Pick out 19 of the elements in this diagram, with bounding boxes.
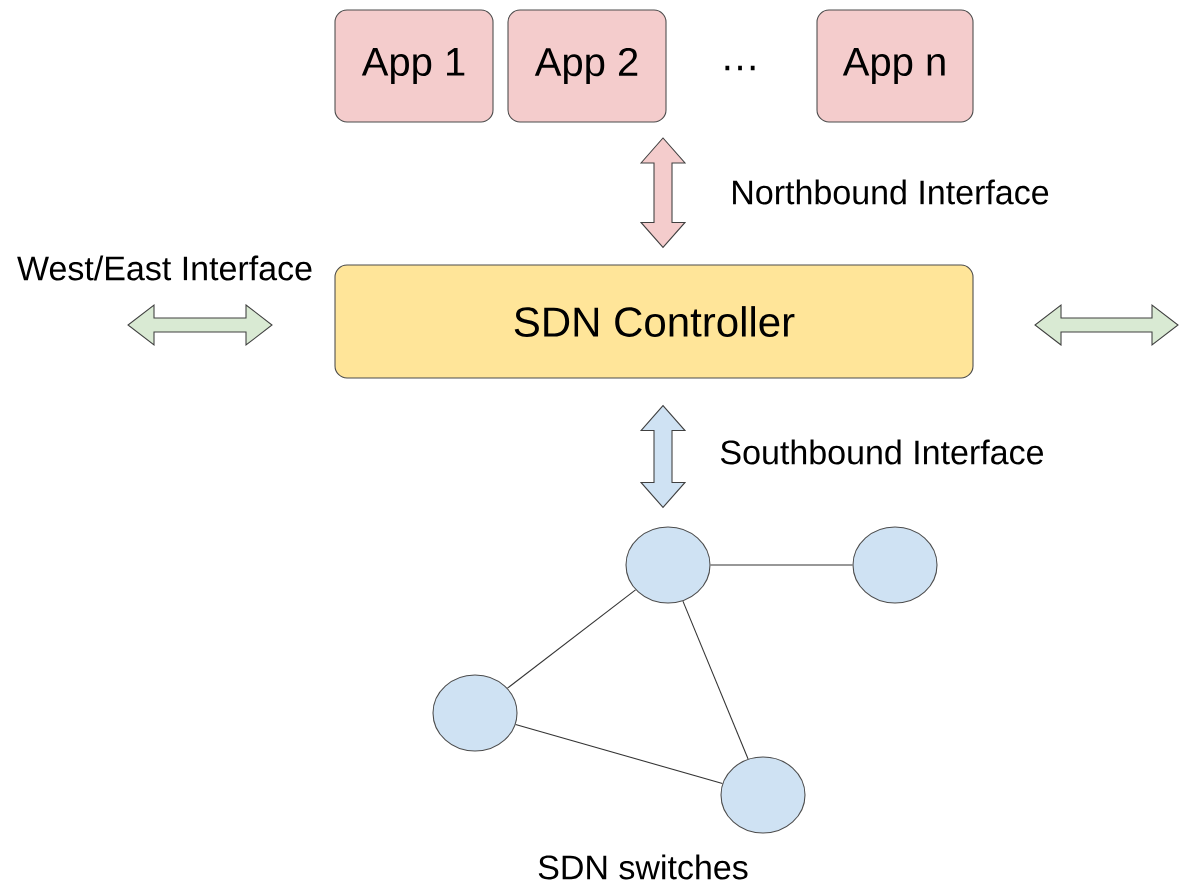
- app-box: App n: [816, 9, 974, 123]
- switch-node: [432, 674, 518, 752]
- app-box: App 2: [507, 9, 667, 123]
- controller-box: SDN Controller: [334, 264, 974, 379]
- interface-label: West/East Interface: [17, 255, 312, 281]
- link-line: [682, 600, 749, 760]
- app-box: App 1: [334, 9, 494, 123]
- link-line: [515, 724, 723, 784]
- double-arrow: [639, 137, 687, 249]
- edge-label: Southbound Interface: [721, 439, 1043, 465]
- double-arrow: [639, 404, 687, 509]
- link-line: [710, 564, 853, 566]
- switch-node: [625, 526, 711, 604]
- caption: SDN switches: [538, 854, 748, 880]
- link-line: [506, 589, 637, 689]
- switch-node: [852, 526, 938, 604]
- switch-node: [720, 756, 806, 834]
- ellipsis: …: [725, 65, 755, 71]
- edge-label: Northbound Interface: [733, 179, 1049, 205]
